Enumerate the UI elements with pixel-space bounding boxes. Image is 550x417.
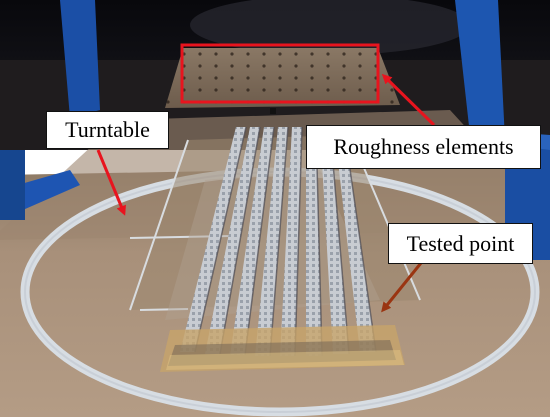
building-model-rows (180, 126, 377, 357)
turntable-label: Turntable (46, 111, 169, 149)
tested-point-label: Tested point (388, 223, 533, 264)
roughness-elements-label: Roughness elements (306, 125, 541, 169)
